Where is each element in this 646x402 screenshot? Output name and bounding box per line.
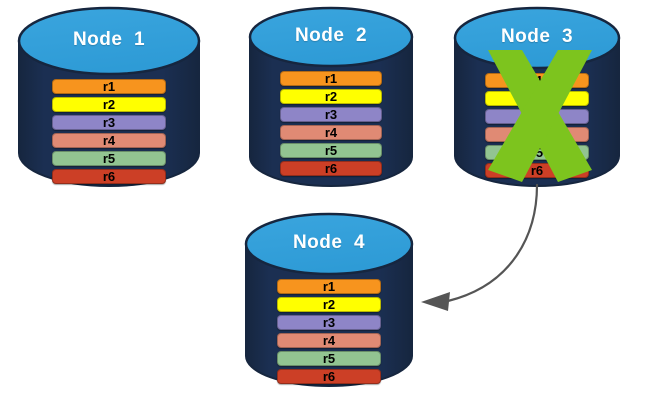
data-row-r6[interactable]: r6 — [280, 161, 382, 176]
arrow-head-icon — [421, 292, 450, 311]
data-row-r2[interactable]: r2 — [52, 97, 166, 112]
data-row-r5[interactable]: r5 — [280, 143, 382, 158]
data-row-r5[interactable]: r5 — [485, 145, 589, 160]
row-stack: r1 r2 r3 r4 r5 r6 — [247, 71, 415, 176]
cylinder-top — [17, 6, 201, 76]
cylinder-top — [244, 212, 414, 276]
row-stack: r1 r2 r3 r4 r5 r6 — [16, 79, 202, 184]
cylinder-top — [453, 6, 621, 70]
data-row-r3[interactable]: r3 — [280, 107, 382, 122]
data-row-r6[interactable]: r6 — [52, 169, 166, 184]
row-stack: r1 r2 r3 r4 r5 r6 — [243, 279, 415, 384]
data-row-r3[interactable]: r3 — [277, 315, 381, 330]
cylinder-body — [18, 40, 200, 187]
data-row-r4[interactable]: r4 — [52, 133, 166, 148]
data-row-r6[interactable]: r6 — [277, 369, 381, 384]
data-row-r5[interactable]: r5 — [52, 151, 166, 166]
data-row-r1[interactable]: r1 — [280, 71, 382, 86]
data-row-r2[interactable]: r2 — [277, 297, 381, 312]
data-row-r2[interactable]: r2 — [485, 91, 589, 106]
data-row-r3[interactable]: r3 — [52, 115, 166, 130]
replication-arrow — [421, 183, 539, 311]
data-row-r2[interactable]: r2 — [280, 89, 382, 104]
cylinder-top — [248, 6, 414, 68]
data-row-r1[interactable]: r1 — [485, 73, 589, 88]
data-row-r3[interactable]: r3 — [485, 109, 589, 124]
data-row-r6[interactable]: r6 — [485, 163, 589, 178]
data-row-r4[interactable]: r4 — [485, 127, 589, 142]
data-row-r1[interactable]: r1 — [277, 279, 381, 294]
cylinder-shape — [17, 6, 201, 187]
data-row-r5[interactable]: r5 — [277, 351, 381, 366]
row-stack: r1 r2 r3 r4 r5 r6 — [452, 73, 622, 178]
data-row-r4[interactable]: r4 — [277, 333, 381, 348]
data-row-r1[interactable]: r1 — [52, 79, 166, 94]
data-row-r4[interactable]: r4 — [280, 125, 382, 140]
